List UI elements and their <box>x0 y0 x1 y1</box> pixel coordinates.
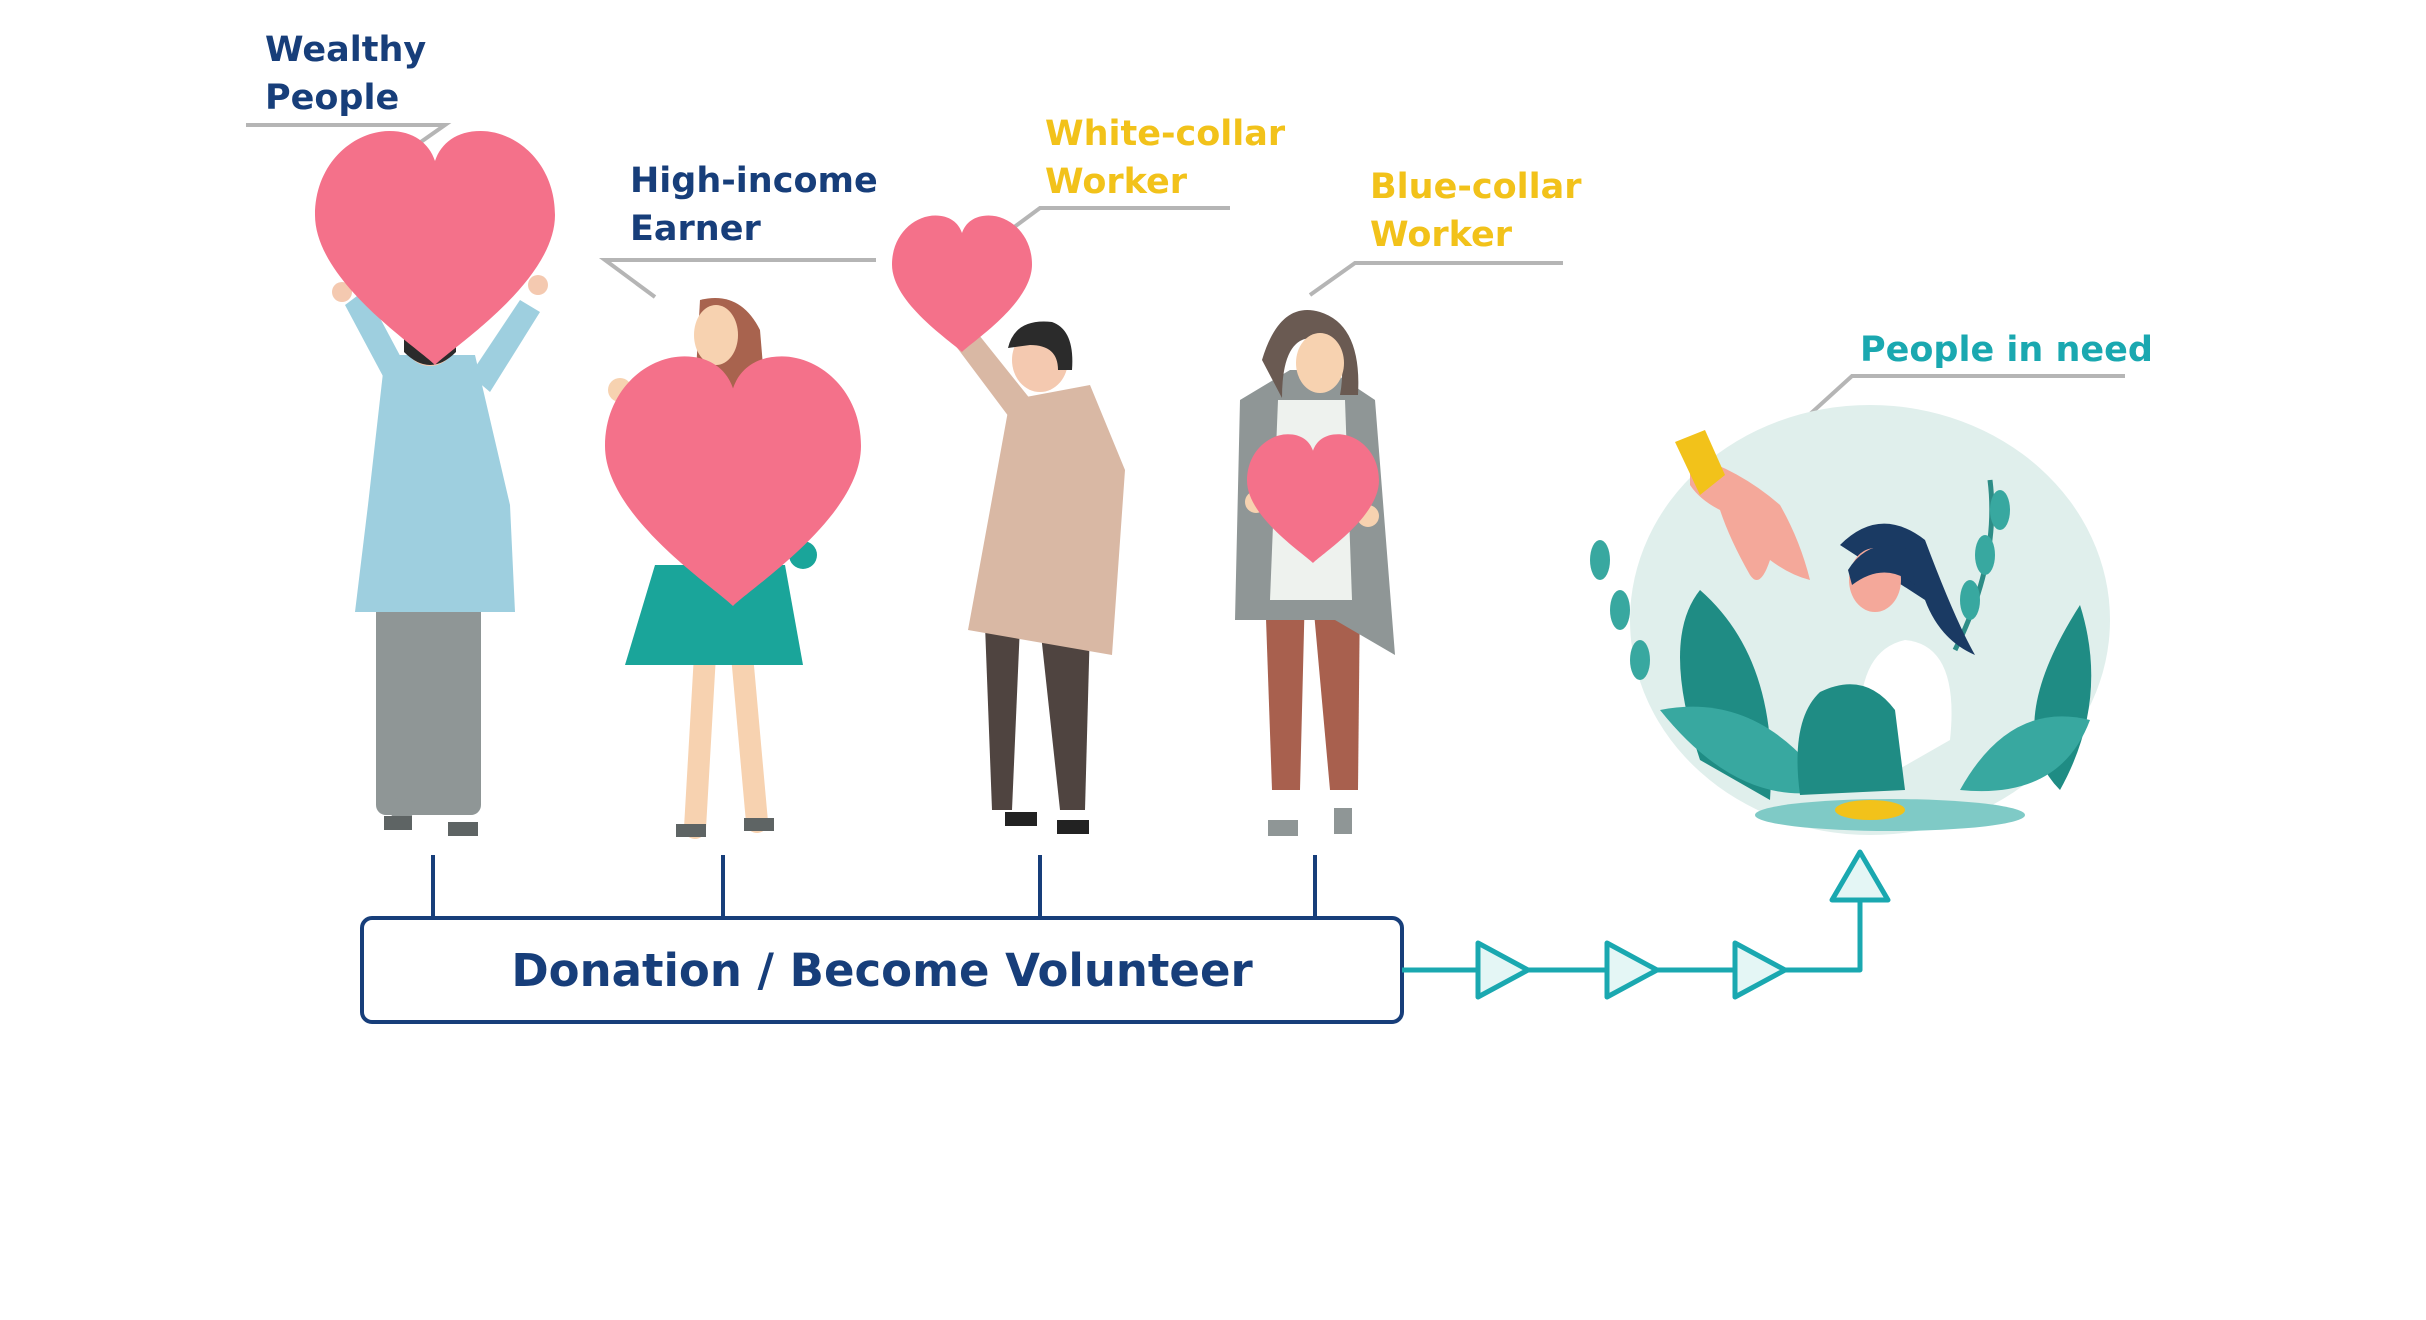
leaf-sprigs <box>1590 490 2010 680</box>
leader-line-white-collar <box>988 206 1230 247</box>
arrow-triangle-up <box>1829 849 1891 903</box>
wealthy-person-figure <box>315 131 555 836</box>
arrow-triangle-2 <box>1604 940 1660 1000</box>
high-income-earner-figure <box>605 298 861 839</box>
leader-line-blue-collar <box>1308 261 1563 297</box>
blue-collar-worker-figure <box>1235 310 1395 836</box>
connector-ticks <box>431 855 1317 920</box>
white-collar-worker-figure <box>892 215 1125 834</box>
label-wealthy-line1: Wealthy <box>265 30 427 70</box>
arrow-triangle-1 <box>1475 940 1531 1000</box>
label-wealthy-line2: People <box>265 78 400 118</box>
label-people-in-need: People in need <box>1860 330 2153 370</box>
label-blue-collar-line2: Worker <box>1370 215 1512 255</box>
label-high-income-line2: Earner <box>630 209 761 249</box>
helping-hand-icon <box>1675 430 1810 580</box>
flow-arrow <box>1402 849 1891 1000</box>
label-high-income-line1: High-income <box>630 161 878 201</box>
heart-icon <box>892 215 1032 352</box>
label-blue-collar-line1: Blue-collar <box>1370 167 1582 207</box>
heart-icon <box>605 356 861 606</box>
label-white-collar-line1: White-collar <box>1045 114 1286 154</box>
arrow-triangle-3 <box>1732 940 1788 1000</box>
leader-line-high-income <box>598 258 876 299</box>
action-box-label: Donation / Become Volunteer <box>511 943 1253 997</box>
people-in-need-illustration <box>1590 405 2110 835</box>
leader-line-people-in-need <box>1806 374 2125 418</box>
label-white-collar-line2: Worker <box>1045 162 1187 202</box>
